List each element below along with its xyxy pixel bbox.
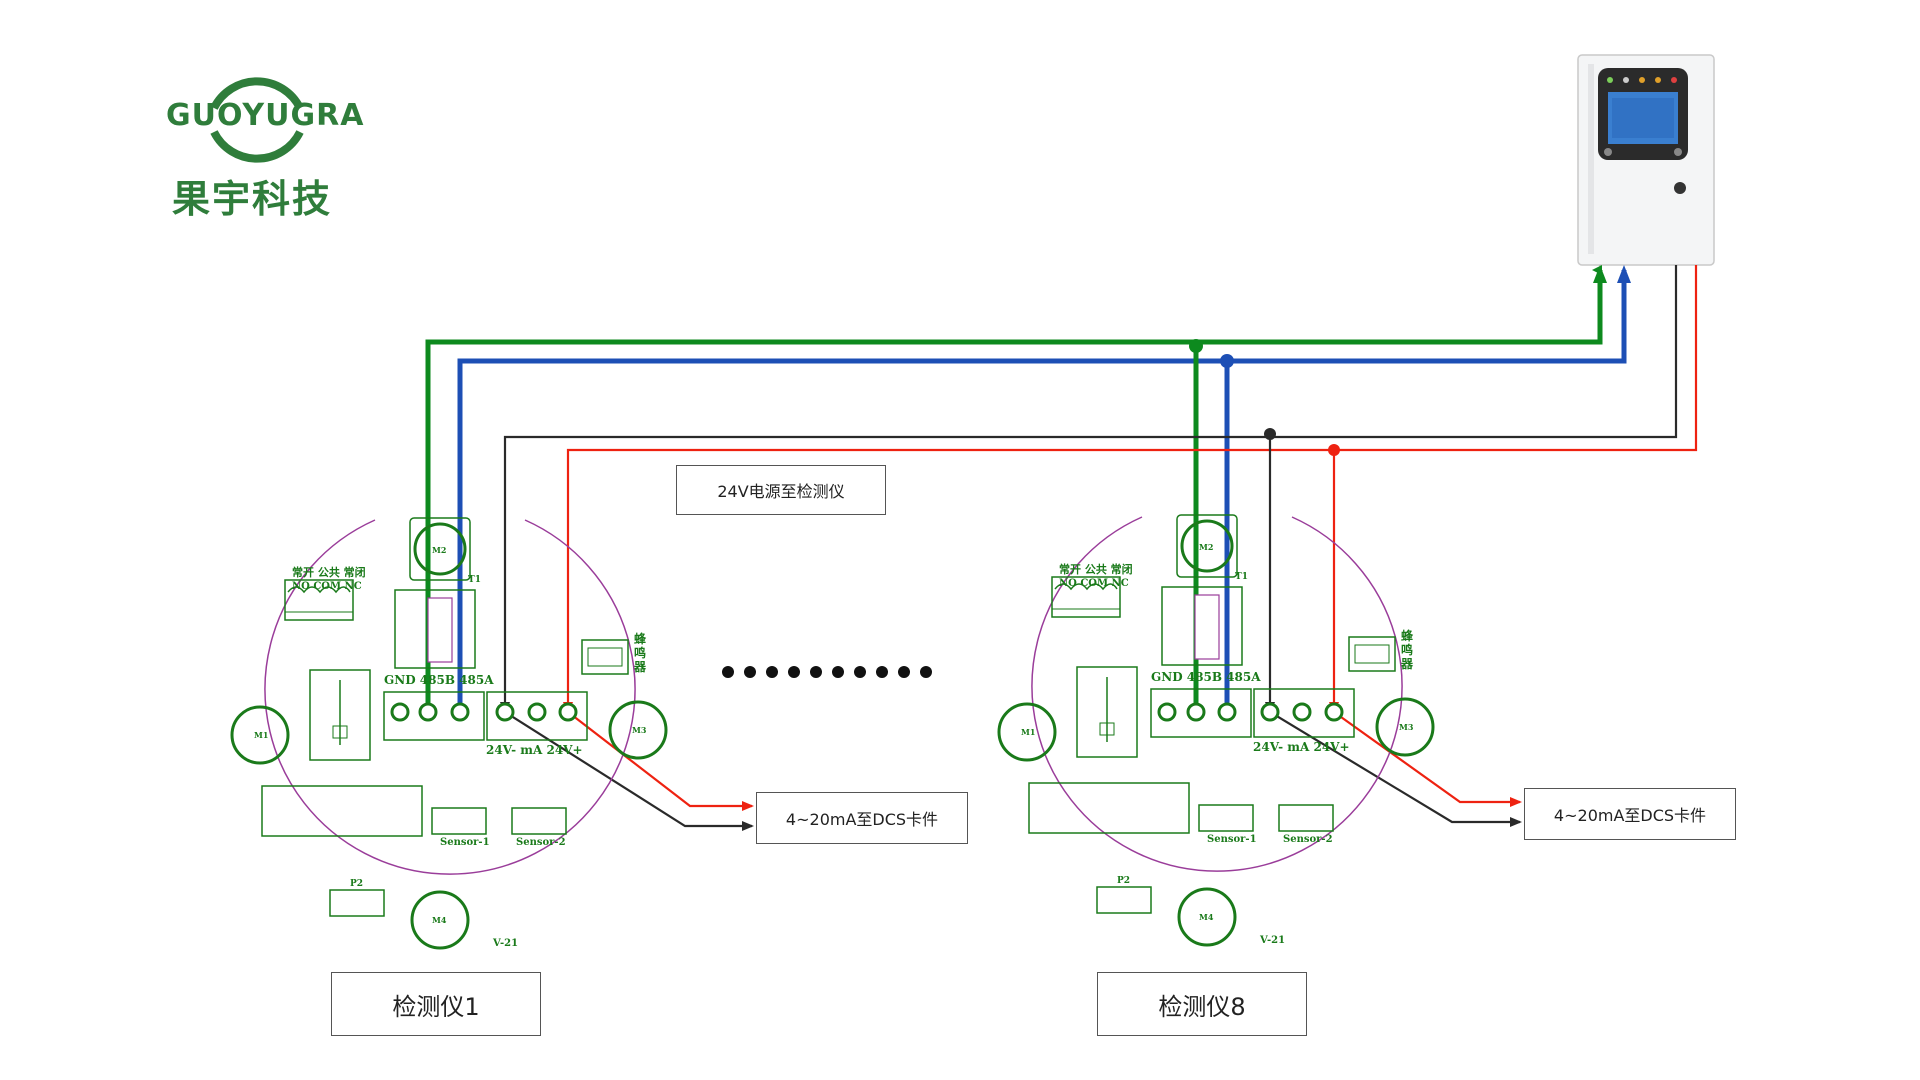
power-note-text: 24V电源至检测仪 [717, 482, 845, 501]
t1-label: T1 [468, 575, 481, 585]
power-terminal-label: 24V- mA 24V+ [486, 743, 583, 757]
relay-cn-labels: 常开 公共 常闭 [1059, 562, 1133, 576]
dcs-output-box-8: 4~20mA至DCS卡件 [1524, 788, 1736, 840]
sensor-2-label: Sensor-2 [1283, 834, 1333, 845]
hole-m4-label: M4 [432, 915, 447, 925]
comm-terminal-label: GND 485B 485A [384, 673, 494, 687]
buzzer-label: 蜂鸣器 [1400, 628, 1414, 671]
red-wire [566, 265, 1698, 712]
dcs-output-wires [504, 711, 1522, 831]
comm-terminal-label: GND 485B 485A [1151, 670, 1261, 684]
version-label: V-21 [492, 938, 518, 949]
p2-label: P2 [350, 879, 363, 889]
hole-m2-label: M2 [1199, 542, 1213, 552]
hole-m2-label: M2 [432, 545, 446, 555]
dcs-output-text-1: 4~20mA至DCS卡件 [785, 810, 939, 829]
hole-m3-label: M3 [1399, 722, 1414, 732]
power-note-box: 24V电源至检测仪 [676, 465, 886, 515]
hole-m1-label: M1 [254, 730, 268, 740]
power-terminal-label: 24V- mA 24V+ [1253, 740, 1350, 754]
sensor-2-label: Sensor-2 [516, 837, 566, 848]
relay-en-labels: NO COM NC [1059, 578, 1129, 589]
black-wire [503, 265, 1678, 712]
p2-label: P2 [1117, 876, 1130, 886]
buzzer-label: 蜂鸣器 [633, 631, 647, 674]
detector-1-caption-box: 检测仪1 [331, 972, 541, 1036]
logo-chinese-name: 果宇科技 [172, 177, 333, 221]
detector-board-1: 常开 公共 常闭 NO COM NC GND 485B 485A 24V- mA… [230, 517, 668, 950]
blue-wire [457, 270, 1627, 715]
dcs-output-box-1: 4~20mA至DCS卡件 [756, 792, 968, 844]
sensor-1-label: Sensor-1 [440, 837, 490, 848]
hole-m4-label: M4 [1199, 912, 1214, 922]
logo-wordmark: GUOYUGRA [166, 98, 365, 133]
logo-ring [210, 77, 304, 163]
relay-cn-labels: 常开 公共 常闭 [292, 565, 366, 579]
ellipsis-dots [722, 666, 932, 678]
sensor-1-label: Sensor-1 [1207, 834, 1257, 845]
t1-label: T1 [1235, 572, 1248, 582]
power-bus [500, 265, 1698, 714]
detector-board-8: 常开 公共 常闭 NO COM NC GND 485B 485A 24V- mA… [997, 514, 1435, 947]
detector-8-caption: 检测仪8 [1158, 992, 1246, 1021]
version-label: V-21 [1259, 935, 1285, 946]
hole-m3-label: M3 [632, 725, 647, 735]
hole-m1-label: M1 [1021, 727, 1035, 737]
controller-device [1577, 54, 1715, 266]
relay-en-labels: NO COM NC [292, 581, 362, 592]
detector-8-caption-box: 检测仪8 [1097, 972, 1307, 1036]
detector-1-caption: 检测仪1 [392, 992, 480, 1021]
dcs-output-text-8: 4~20mA至DCS卡件 [1553, 806, 1707, 825]
